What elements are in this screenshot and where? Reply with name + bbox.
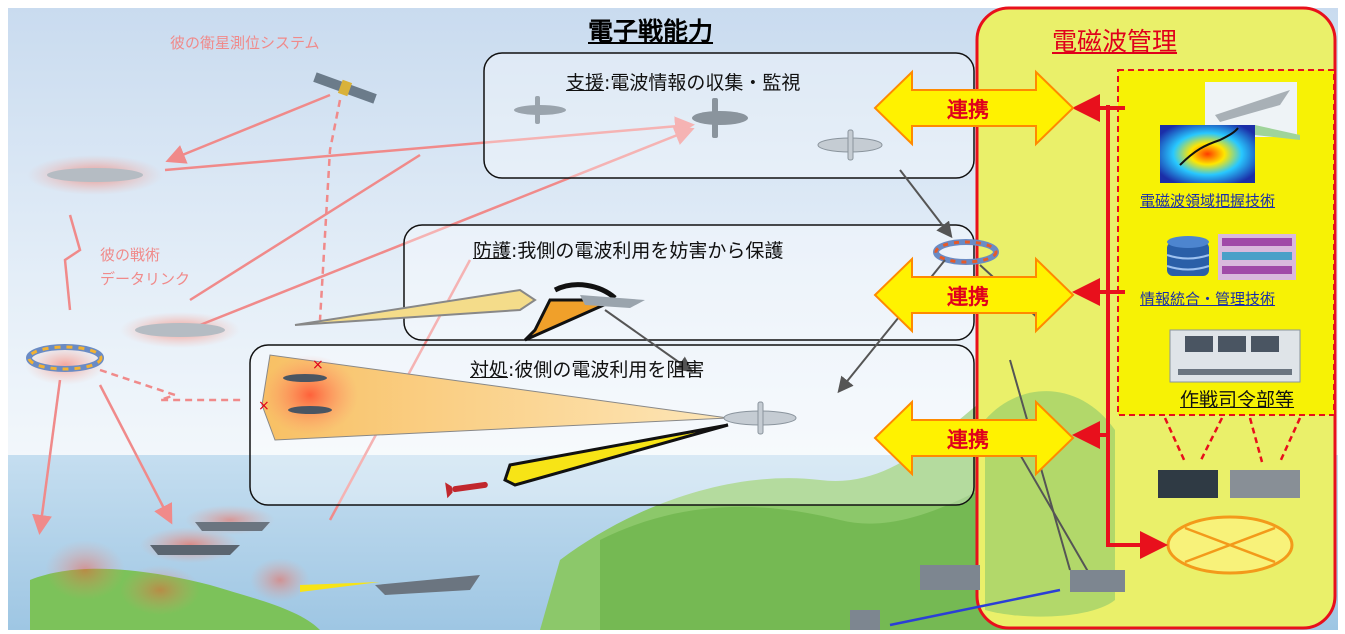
targeted-aircraft-icon [283, 374, 332, 414]
target-glow [262, 355, 358, 435]
support-desc: :電波情報の収集・監視 [604, 72, 801, 94]
protection-beam [523, 298, 616, 342]
radar-icon [850, 565, 1125, 630]
jamming-beam [261, 354, 729, 441]
yellow-beam-counter [503, 423, 729, 487]
link-arrow-1 [873, 69, 1075, 147]
enemy-datalink-label-2: データリンク [100, 270, 191, 288]
link-label-counter: 連携 [947, 428, 989, 452]
ground-glow-2 [120, 565, 200, 615]
database-icon [1166, 234, 1296, 280]
protection-shield [553, 282, 617, 300]
incoming-jam-beam [294, 288, 537, 326]
counter-desc: :彼側の電波利用を阻害 [508, 359, 705, 381]
aircraft-icon-counter [723, 401, 797, 435]
enemy-datalink-label-1: 彼の戦術 [100, 246, 161, 264]
own-datalink-ring-icon [933, 239, 999, 265]
missile-icon [445, 481, 488, 499]
enemy-aircraft-icon-2 [135, 323, 225, 337]
aircraft-icon-support-transport [692, 98, 748, 138]
support-label: 支援:電波情報の収集・監視 [566, 68, 800, 95]
svg-text:×: × [312, 357, 324, 373]
aircraft-icon-fighter [580, 295, 645, 308]
info-integration-tech-label: 情報統合・管理技術 [1140, 290, 1276, 308]
link-arrow-2 [873, 256, 1075, 334]
link-label-protection: 連携 [947, 285, 989, 309]
em-awareness-tech-label: 電磁波領域把握技術 [1140, 192, 1276, 210]
enemy-aircraft-icon-1 [47, 168, 143, 182]
ground-glow-1 [45, 540, 125, 600]
link-arrow-3 [873, 399, 1075, 477]
support-key: 支援 [566, 72, 605, 94]
command-hq-label: 作戦司令部等 [1180, 389, 1295, 411]
protection-label: 防護:我側の電波利用を妨害から保護 [473, 236, 783, 263]
aircraft-icon-support-ew [817, 129, 883, 161]
svg-text:×: × [258, 398, 270, 414]
datalink-glow [25, 345, 105, 385]
command-building-icon [1158, 470, 1300, 498]
ship-icon-1 [150, 545, 240, 555]
em-map-icon [1160, 125, 1255, 183]
blue-link [889, 588, 1061, 627]
drone-glow [250, 558, 310, 602]
counter-label: 対処:彼側の電波利用を阻害 [470, 355, 704, 382]
ship-icon-own [375, 575, 480, 595]
ship-icon-2 [195, 522, 270, 531]
command-center-icon [1169, 329, 1301, 383]
protection-key: 防護 [473, 240, 512, 262]
link-label-support: 連携 [947, 98, 989, 122]
enemy-satellite-label: 彼の衛星測位システム [170, 34, 320, 52]
protection-desc: :我側の電波利用を妨害から保護 [511, 240, 784, 262]
ship-beam [300, 582, 380, 592]
datalink-ring-icon [26, 344, 104, 372]
aircraft-icon-support-uav [514, 96, 566, 124]
command-center-hub-icon [1166, 515, 1294, 575]
diagram-title: 電子戦能力 [588, 17, 714, 46]
satellite-icon [313, 72, 377, 104]
em-management-title: 電磁波管理 [1052, 27, 1178, 56]
counter-key: 対処 [470, 359, 509, 381]
